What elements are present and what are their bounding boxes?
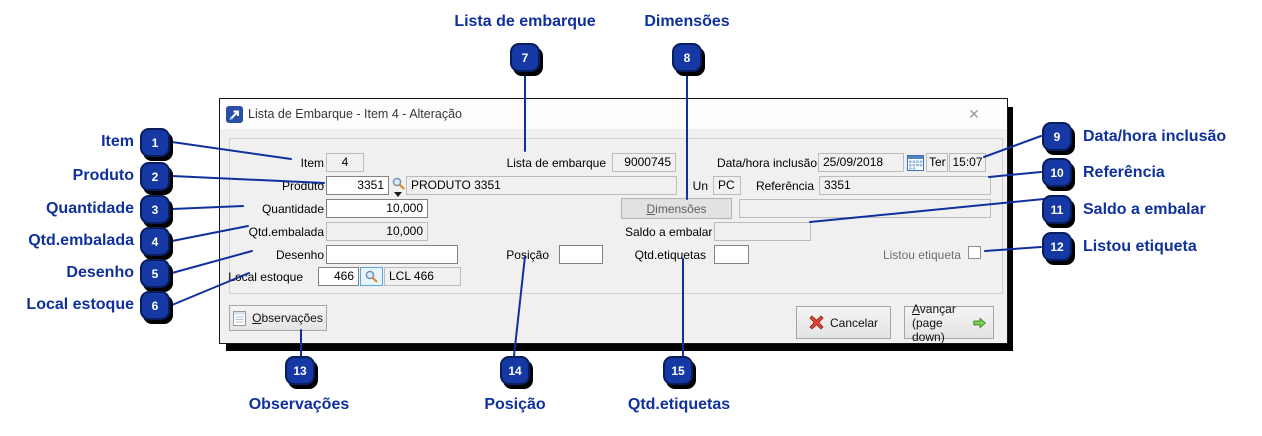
green-arrow-icon <box>973 317 986 328</box>
observacoes-button[interactable]: Observações <box>229 305 327 331</box>
dimensoes-button[interactable]: Dimensões <box>621 198 732 219</box>
desenho-label: Desenho <box>275 248 324 262</box>
saldo-embalar-label: Saldo a embalar <box>625 225 713 239</box>
callout-label-produto: Produto <box>72 167 134 184</box>
produto-descr-field: PRODUTO 3351 <box>406 176 677 195</box>
callout-badge-10: 10 <box>1042 158 1072 187</box>
callout-label-desenho: Desenho <box>66 264 134 281</box>
qtd-embalada-label: Qtd.embalada <box>248 225 324 239</box>
callout-label-quantidade: Quantidade <box>45 200 134 217</box>
produto-search-icon[interactable] <box>392 177 405 195</box>
dimensoes-button-label: Dimensões <box>646 201 707 216</box>
window-title: Lista de Embarque - Item 4 - Alteração <box>248 107 462 121</box>
callout-label-observacoes: Observações <box>248 396 350 413</box>
data-inclusao-field: 25/09/2018 <box>818 153 904 172</box>
listou-etiqueta-label: Listou etiqueta <box>882 248 961 262</box>
callout-label-data-hora-inclusao: Data/hora inclusão <box>1083 128 1227 145</box>
listou-etiqueta-checkbox[interactable] <box>968 246 981 259</box>
qtd-etiquetas-label: Qtd.etiquetas <box>634 248 706 262</box>
callout-badge-11: 11 <box>1042 195 1072 224</box>
callout-badge-5: 5 <box>140 259 170 288</box>
calendar-button[interactable] <box>907 154 924 176</box>
data-hora-label: Data/hora inclusão <box>716 156 817 170</box>
local-estoque-descr-field: LCL 466 <box>384 267 461 286</box>
callout-badge-9: 9 <box>1042 122 1072 151</box>
referencia-field: 3351 <box>819 176 991 195</box>
callout-badge-7: 7 <box>510 43 540 72</box>
close-button[interactable]: ✕ <box>968 106 980 122</box>
produto-code-input[interactable]: 3351 <box>326 176 389 195</box>
observacoes-button-label: Observações <box>252 311 323 325</box>
cancelar-button-label: Cancelar <box>829 315 879 330</box>
item-label: Item <box>300 156 324 170</box>
callout-badge-2: 2 <box>140 162 170 191</box>
item-field: 4 <box>326 153 364 172</box>
callout-badge-13: 13 <box>285 356 315 385</box>
callout-label-listou-etiqueta: Listou etiqueta <box>1083 238 1197 255</box>
callout-badge-6: 6 <box>140 291 170 320</box>
callout-label-dimensoes: Dimensões <box>644 13 730 30</box>
red-x-icon <box>809 315 824 330</box>
desenho-input[interactable] <box>326 245 458 264</box>
lista-embarque-field: 9000745 <box>612 153 676 172</box>
referencia-label: Referência <box>755 179 814 193</box>
qtd-embalada-field: 10,000 <box>326 222 428 241</box>
qtd-etiquetas-input[interactable] <box>714 245 749 264</box>
callout-label-saldo-a-embalar: Saldo a embalar <box>1083 201 1206 218</box>
callout-badge-15: 15 <box>663 356 693 385</box>
callout-label-posicao: Posição <box>484 396 546 413</box>
callout-label-qtd-etiquetas: Qtd.etiquetas <box>627 396 731 413</box>
saldo-embalar-field <box>714 222 811 241</box>
dialog-lista-de-embarque: Lista de Embarque - Item 4 - Alteração ✕… <box>219 98 1008 344</box>
avancar-button[interactable]: Avançar(page down) <box>904 302 994 344</box>
callout-label-lista-de-embarque: Lista de embarque <box>454 13 596 30</box>
posicao-label: Posição <box>506 248 549 262</box>
callout-badge-12: 12 <box>1042 232 1072 261</box>
produto-dropdown-icon[interactable] <box>394 192 402 197</box>
un-label: Un <box>692 179 708 193</box>
weekday-field: Ter <box>926 153 948 172</box>
posicao-input[interactable] <box>559 245 603 264</box>
produto-label: Produto <box>281 179 324 193</box>
cancelar-button[interactable]: Cancelar <box>796 306 891 339</box>
magnifier-icon <box>365 270 378 283</box>
quantidade-input[interactable]: 10,000 <box>326 199 428 218</box>
callout-badge-1: 1 <box>140 128 170 157</box>
avancar-button-label: Avançar(page down) <box>912 301 956 344</box>
local-estoque-label: Local estoque <box>228 270 303 284</box>
callout-label-item: Item <box>101 133 134 150</box>
callout-badge-14: 14 <box>500 356 530 385</box>
quantidade-label: Quantidade <box>261 202 324 216</box>
title-bar: Lista de Embarque - Item 4 - Alteração ✕ <box>220 99 1007 129</box>
callout-label-referencia: Referência <box>1083 164 1165 181</box>
local-estoque-search-button[interactable] <box>360 267 383 286</box>
time-field: 15:07 <box>949 153 986 172</box>
dimensoes-field <box>739 199 991 218</box>
local-estoque-code-input[interactable]: 466 <box>318 267 359 286</box>
callout-badge-4: 4 <box>140 227 170 256</box>
lista-embarque-label: Lista de embarque <box>506 156 606 170</box>
callout-badge-8: 8 <box>672 43 702 72</box>
callout-label-qtd-embalada: Qtd.embalada <box>28 232 134 249</box>
callout-label-local-estoque: Local estoque <box>26 296 134 313</box>
callout-badge-3: 3 <box>140 195 170 224</box>
app-icon <box>226 106 243 128</box>
notepad-icon <box>233 310 247 326</box>
calendar-icon <box>907 155 924 171</box>
un-field: PC <box>713 176 741 195</box>
